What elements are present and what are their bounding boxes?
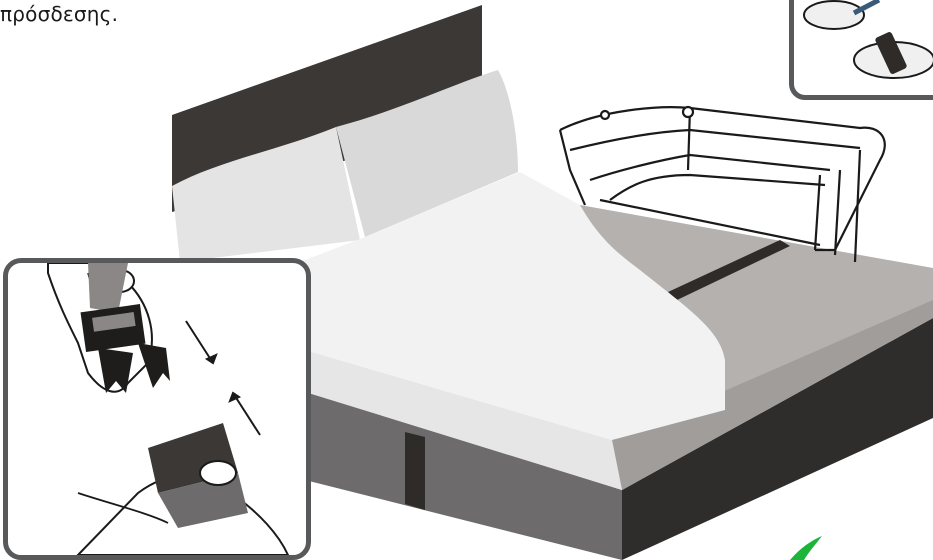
buckle-icon [8,263,306,555]
strap-front [405,432,425,510]
strap-roll-illustration [794,0,933,95]
strap-detail-inset [789,0,933,100]
buckle-instruction-inset [3,258,311,560]
checkmark-icon [790,536,822,560]
double-arrow-icon [186,321,260,435]
